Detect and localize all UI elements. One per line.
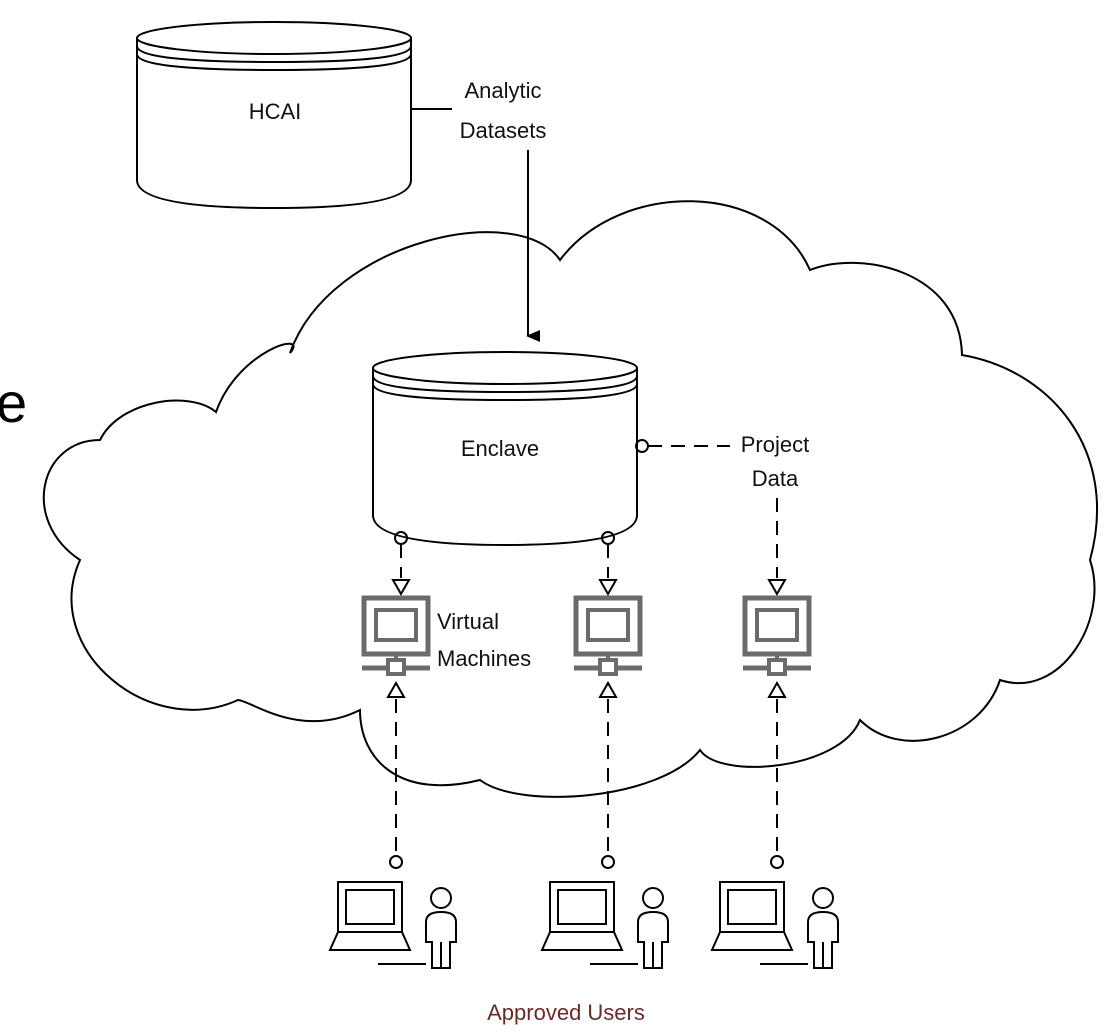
laptop-icon	[540, 881, 638, 965]
user-icon	[637, 887, 669, 969]
virtual-machine-icon-2	[573, 595, 643, 676]
virtual-machine-icon-1	[361, 595, 431, 676]
user1-port	[389, 855, 403, 869]
user2-port	[601, 855, 615, 869]
user-icon	[807, 887, 839, 969]
approved-user-2	[540, 881, 669, 969]
analytic-datasets-label-line1: Analytic	[464, 78, 541, 103]
hcai-database-icon	[136, 21, 412, 210]
vm1-input-arrow	[391, 579, 411, 597]
analytic-datasets-label-line2: Datasets	[460, 118, 547, 143]
laptop-icon	[710, 881, 808, 965]
vm3-output-arrow	[767, 680, 787, 698]
project-data-label-line1: Project	[741, 432, 809, 457]
vm2-output-arrow	[598, 680, 618, 698]
virtual-machine-icon-3	[742, 595, 812, 676]
enclave-label: Enclave	[461, 436, 539, 461]
hcai-label: HCAI	[249, 99, 302, 124]
approved-user-3	[710, 881, 839, 969]
cloud-icon	[42, 200, 1099, 798]
user3-port	[770, 855, 784, 869]
laptop-icon	[328, 881, 426, 965]
enclave-database-icon	[372, 351, 638, 547]
project-data-label-line2: Data	[752, 466, 799, 491]
virtual-machines-label-line1: Virtual	[437, 609, 499, 634]
approved-users-label: Approved Users	[487, 1000, 645, 1025]
virtual-machines-label-line2: Machines	[437, 646, 531, 671]
user-icon	[425, 887, 457, 969]
vm1-output-arrow	[386, 680, 406, 698]
approved-user-1	[328, 881, 457, 969]
vm2-input-arrow	[598, 579, 618, 597]
vm3-input-arrow	[767, 579, 787, 597]
edge-fragment-text: e	[0, 371, 27, 434]
